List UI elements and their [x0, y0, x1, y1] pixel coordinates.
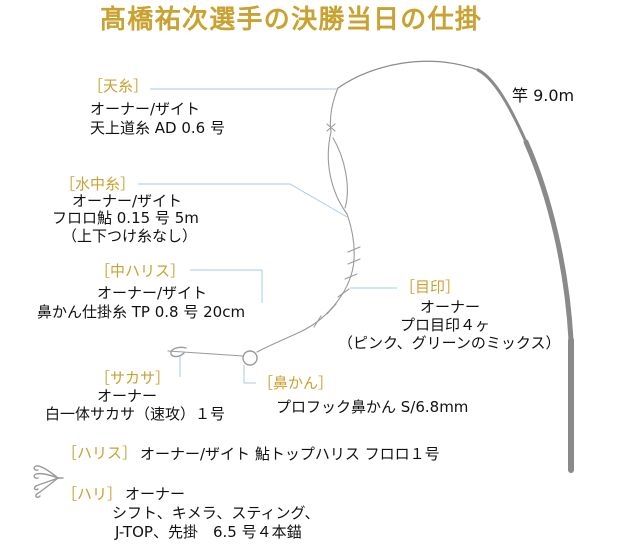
nose-ring-icon — [242, 350, 258, 366]
callout-label-nakaharisu: ［中ハリス］ — [95, 262, 186, 280]
rod-upper-section — [476, 68, 528, 144]
callout-text-nakaharisu-spec: 鼻かん仕掛糸 TP 0.8 号 20cm — [37, 303, 246, 321]
rod-length-label: 竿 9.0m — [512, 86, 575, 105]
hook-point — [33, 472, 59, 479]
callout-text-nakaharisu-maker: オーナー/ザイト — [97, 284, 208, 302]
callout-text-mejirushi-spec: プロ目印４ヶ — [400, 316, 491, 334]
callout-label-hanakan: ［鼻かん］ — [258, 374, 334, 392]
sakasa-hook-icon — [170, 346, 187, 358]
hook-point — [35, 477, 59, 498]
callout-text-sakasa-maker: オーナー — [97, 387, 158, 405]
nakaharisu-line — [167, 350, 244, 357]
loop-left-strand — [327, 131, 348, 215]
callout-text-suichuito-spec: フロロ鮎 0.15 号 5m — [52, 209, 199, 227]
callout-text-mejirushi-note: （ピンク、グリーンのミックス） — [338, 334, 561, 352]
callout-text-suichuito-maker: オーナー/ザイト — [72, 192, 183, 210]
page-title: 髙橋祐次選手の決勝当日の仕掛 — [100, 5, 483, 35]
marker-tuft — [347, 246, 361, 253]
callout-text-mejirushi-maker: オーナー — [420, 298, 481, 316]
leader-line-suichuito — [138, 183, 348, 218]
hook-point — [33, 477, 59, 491]
callout-text-hari-maker: オーナー — [125, 485, 186, 503]
suichuito-line — [256, 213, 355, 353]
callout-text-sakasa-spec: 白一体サカサ（速攻）１号 — [45, 405, 226, 423]
callout-text-tenito-maker: オーナー/ザイト — [90, 100, 201, 118]
four-hook-anchor-icon — [33, 465, 64, 498]
loop-right-strand — [332, 137, 348, 209]
callout-label-tenito: ［天糸］ — [88, 77, 149, 95]
callout-label-hari: ［ハリ］ — [62, 485, 123, 503]
rod-middle-section — [523, 139, 574, 343]
marker-tuft — [344, 273, 358, 280]
callout-text-hari-models: シフト、キメラ、スティング、 — [112, 504, 320, 522]
callout-label-sakasa: ［サカサ］ — [95, 369, 171, 387]
rod-tip — [337, 60, 479, 89]
callout-text-tenito-spec: 天上道糸 AD 0.6 号 — [90, 119, 225, 137]
marker-tufts — [313, 246, 361, 328]
leader-line-nakaharisu — [190, 269, 263, 303]
fishing-rod-icon — [337, 60, 574, 473]
callout-label-mejirushi: ［目印］ — [400, 278, 461, 296]
knot-mark — [326, 123, 336, 132]
hook-point — [33, 465, 59, 479]
marker-tuft — [347, 258, 361, 265]
callout-text-hari-spec: J-TOP、先掛 6.5 号４本錨 — [115, 523, 302, 541]
marker-tuft — [326, 303, 337, 315]
callout-text-harisu-spec: オーナー/ザイト 鮎トップハリス フロロ１号 — [140, 445, 440, 463]
marker-tuft — [313, 315, 322, 328]
callout-label-suichuito: ［水中糸］ — [60, 175, 136, 193]
marker-tuft — [337, 288, 350, 298]
callout-text-suichuito-note: （上下つけ糸なし） — [62, 227, 198, 245]
callout-label-harisu: ［ハリス］ — [62, 444, 138, 462]
callout-text-hanakan-spec: プロフック鼻かん S/6.8mm — [276, 398, 469, 416]
leader-line-hanakan — [243, 365, 256, 384]
